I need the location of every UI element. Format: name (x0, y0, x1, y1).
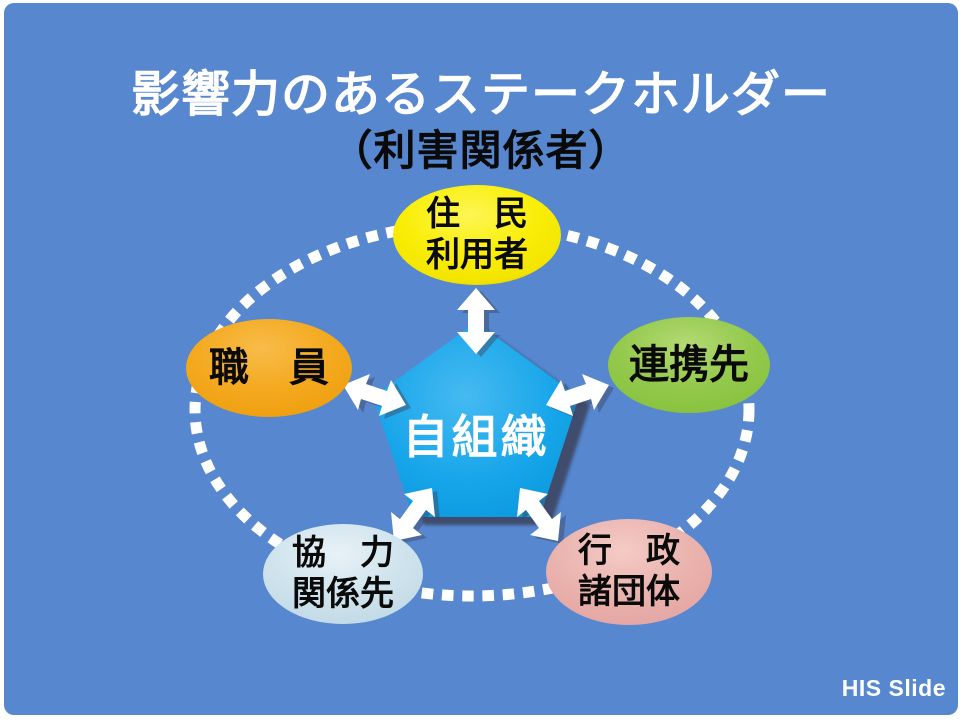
stakeholder-label: 利用者 (426, 236, 528, 274)
stakeholder-label: 諸団体 (578, 573, 680, 611)
double-arrow-upper-right-icon (546, 374, 609, 416)
stakeholder-diagram (189, 218, 755, 602)
slide-subtitle: （利害関係者） (330, 127, 632, 174)
stakeholder-label: 関係先 (292, 575, 394, 613)
stakeholder-label: 協 力 (292, 534, 394, 573)
stakeholder-label: 住 民 (426, 195, 528, 234)
double-arrow-up-icon (457, 288, 495, 354)
pentagon-shape (373, 322, 579, 517)
stakeholder-government-organizations: 行 政 諸団体 (546, 519, 712, 625)
stakeholder-cooperation-contacts: 協 力 関係先 (263, 524, 423, 624)
stakeholder-staff: 職 員 (186, 319, 352, 417)
stakeholder-label: 職 員 (209, 346, 329, 390)
watermark-text: HIS Slide (841, 675, 946, 701)
stakeholder-residents-users: 住 民 利用者 (393, 185, 561, 285)
arrow-group (343, 288, 609, 541)
double-arrow-lower-right-icon (517, 488, 561, 541)
stakeholder-partners: 連携先 (608, 317, 770, 413)
pentagon-label: 自組織 (402, 411, 550, 463)
stakeholder-label: 連携先 (629, 343, 749, 387)
double-arrow-upper-left-icon (343, 374, 406, 416)
stakeholder-label: 行 政 (578, 532, 680, 571)
slide-title: 影響力のあるステークホルダー (130, 68, 831, 122)
double-arrow-lower-left-icon (391, 488, 435, 541)
slide-canvas: 影響力のあるステークホルダー （利害関係者） (4, 3, 958, 715)
